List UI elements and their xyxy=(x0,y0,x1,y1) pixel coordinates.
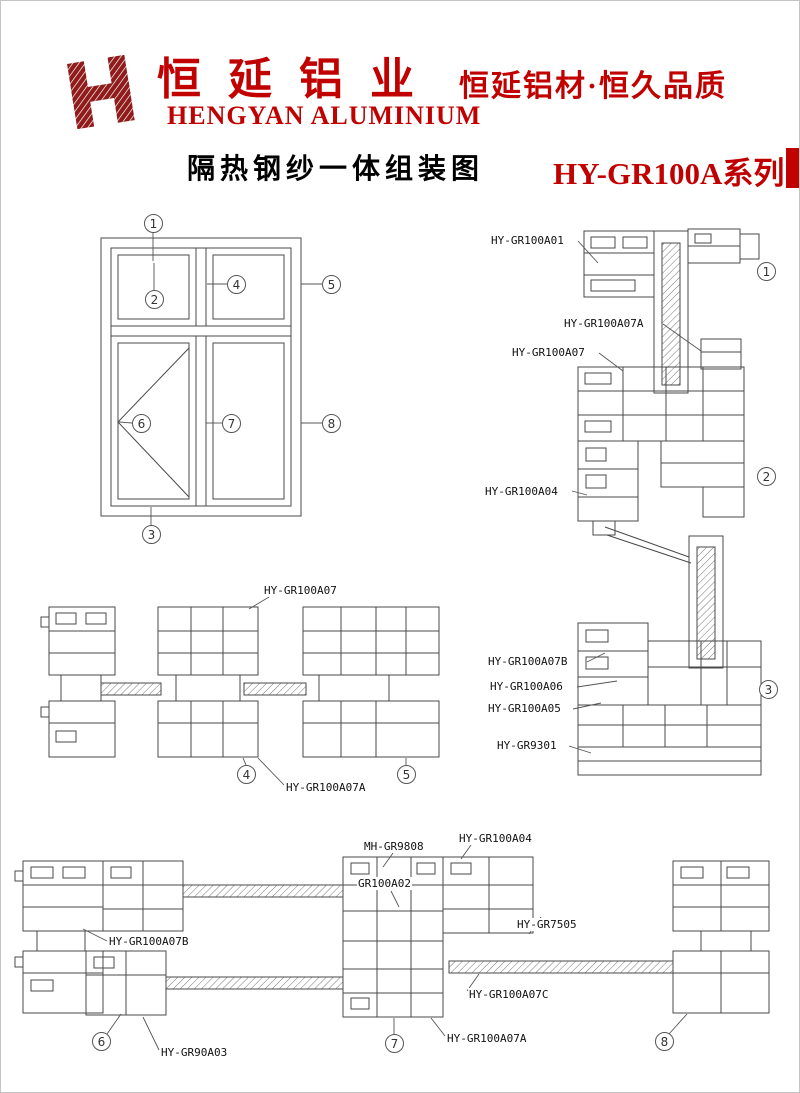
part-label-hy-gr100a07b-bot: HY-GR100A07B xyxy=(108,935,190,948)
drawing-title: 隔热钢纱一体组装图 xyxy=(187,154,485,185)
part-label-gr100a02: GR100A02 xyxy=(357,877,412,890)
part-label-hy-gr90a03: HY-GR90A03 xyxy=(160,1046,229,1059)
part-label-hy-gr100a01: HY-GR100A01 xyxy=(490,234,565,247)
callout-elevation-7: 7 xyxy=(222,414,241,433)
part-label-hy-gr100a04-bot: HY-GR100A04 xyxy=(458,832,533,845)
callout-elevation-3: 3 xyxy=(142,525,161,544)
mid-section-leaders xyxy=(242,596,407,786)
elevation-drawing xyxy=(100,237,302,517)
part-label-mh-gr9808: MH-GR9808 xyxy=(363,840,425,853)
vertical-section-drawing xyxy=(577,228,762,776)
mid-horizontal-section-drawing xyxy=(40,606,440,758)
series-accent-block xyxy=(786,148,799,188)
part-label-hy-gr100a07c: HY-GR100A07C xyxy=(468,988,550,1001)
part-label-hy-gr100a07a-mid: HY-GR100A07A xyxy=(285,781,367,794)
callout-elevation-1: 1 xyxy=(144,214,163,233)
callout-vsection-3: 3 xyxy=(759,680,778,699)
callout-midsection-4: 4 xyxy=(237,765,256,784)
part-label-hy-gr100a07b-v: HY-GR100A07B xyxy=(487,655,569,668)
callout-vsection-1: 1 xyxy=(757,262,776,281)
bottom-horizontal-section-drawing xyxy=(14,856,770,1018)
vertical-section-leaders xyxy=(568,240,702,754)
part-label-hy-gr100a07-v: HY-GR100A07 xyxy=(511,346,586,359)
callout-bottomsection-6: 6 xyxy=(92,1032,111,1051)
company-name: 恒 延 铝 业 xyxy=(157,55,422,104)
part-label-hy-gr100a07a-v: HY-GR100A07A xyxy=(563,317,645,330)
callout-elevation-6: 6 xyxy=(132,414,151,433)
callout-bottomsection-7: 7 xyxy=(385,1034,404,1053)
part-label-hy-gr100a04-v: HY-GR100A04 xyxy=(484,485,559,498)
part-label-hy-gr100a05: HY-GR100A05 xyxy=(487,702,562,715)
part-label-hy-gr9301: HY-GR9301 xyxy=(496,739,558,752)
callout-elevation-8: 8 xyxy=(322,414,341,433)
callout-elevation-2: 2 xyxy=(145,290,164,309)
hengyan-logo-icon xyxy=(67,54,135,130)
series-title: HY-GR100A系列 xyxy=(553,156,785,191)
company-name-en: HENGYAN ALUMINIUM xyxy=(167,101,482,130)
callout-midsection-5: 5 xyxy=(397,765,416,784)
part-label-hy-gr7505: HY-GR7505 xyxy=(516,918,578,931)
callout-elevation-4: 4 xyxy=(227,275,246,294)
brand-slogan: 恒延铝材·恒久品质 xyxy=(459,70,728,103)
part-label-hy-gr100a06: HY-GR100A06 xyxy=(489,680,564,693)
part-label-hy-gr100a07a-bot: HY-GR100A07A xyxy=(446,1032,528,1045)
callout-bottomsection-8: 8 xyxy=(655,1032,674,1051)
callout-elevation-5: 5 xyxy=(322,275,341,294)
elevation-leaders xyxy=(118,232,322,525)
callout-vsection-2: 2 xyxy=(757,467,776,486)
part-label-hy-gr100a07-mid: HY-GR100A07 xyxy=(263,584,338,597)
